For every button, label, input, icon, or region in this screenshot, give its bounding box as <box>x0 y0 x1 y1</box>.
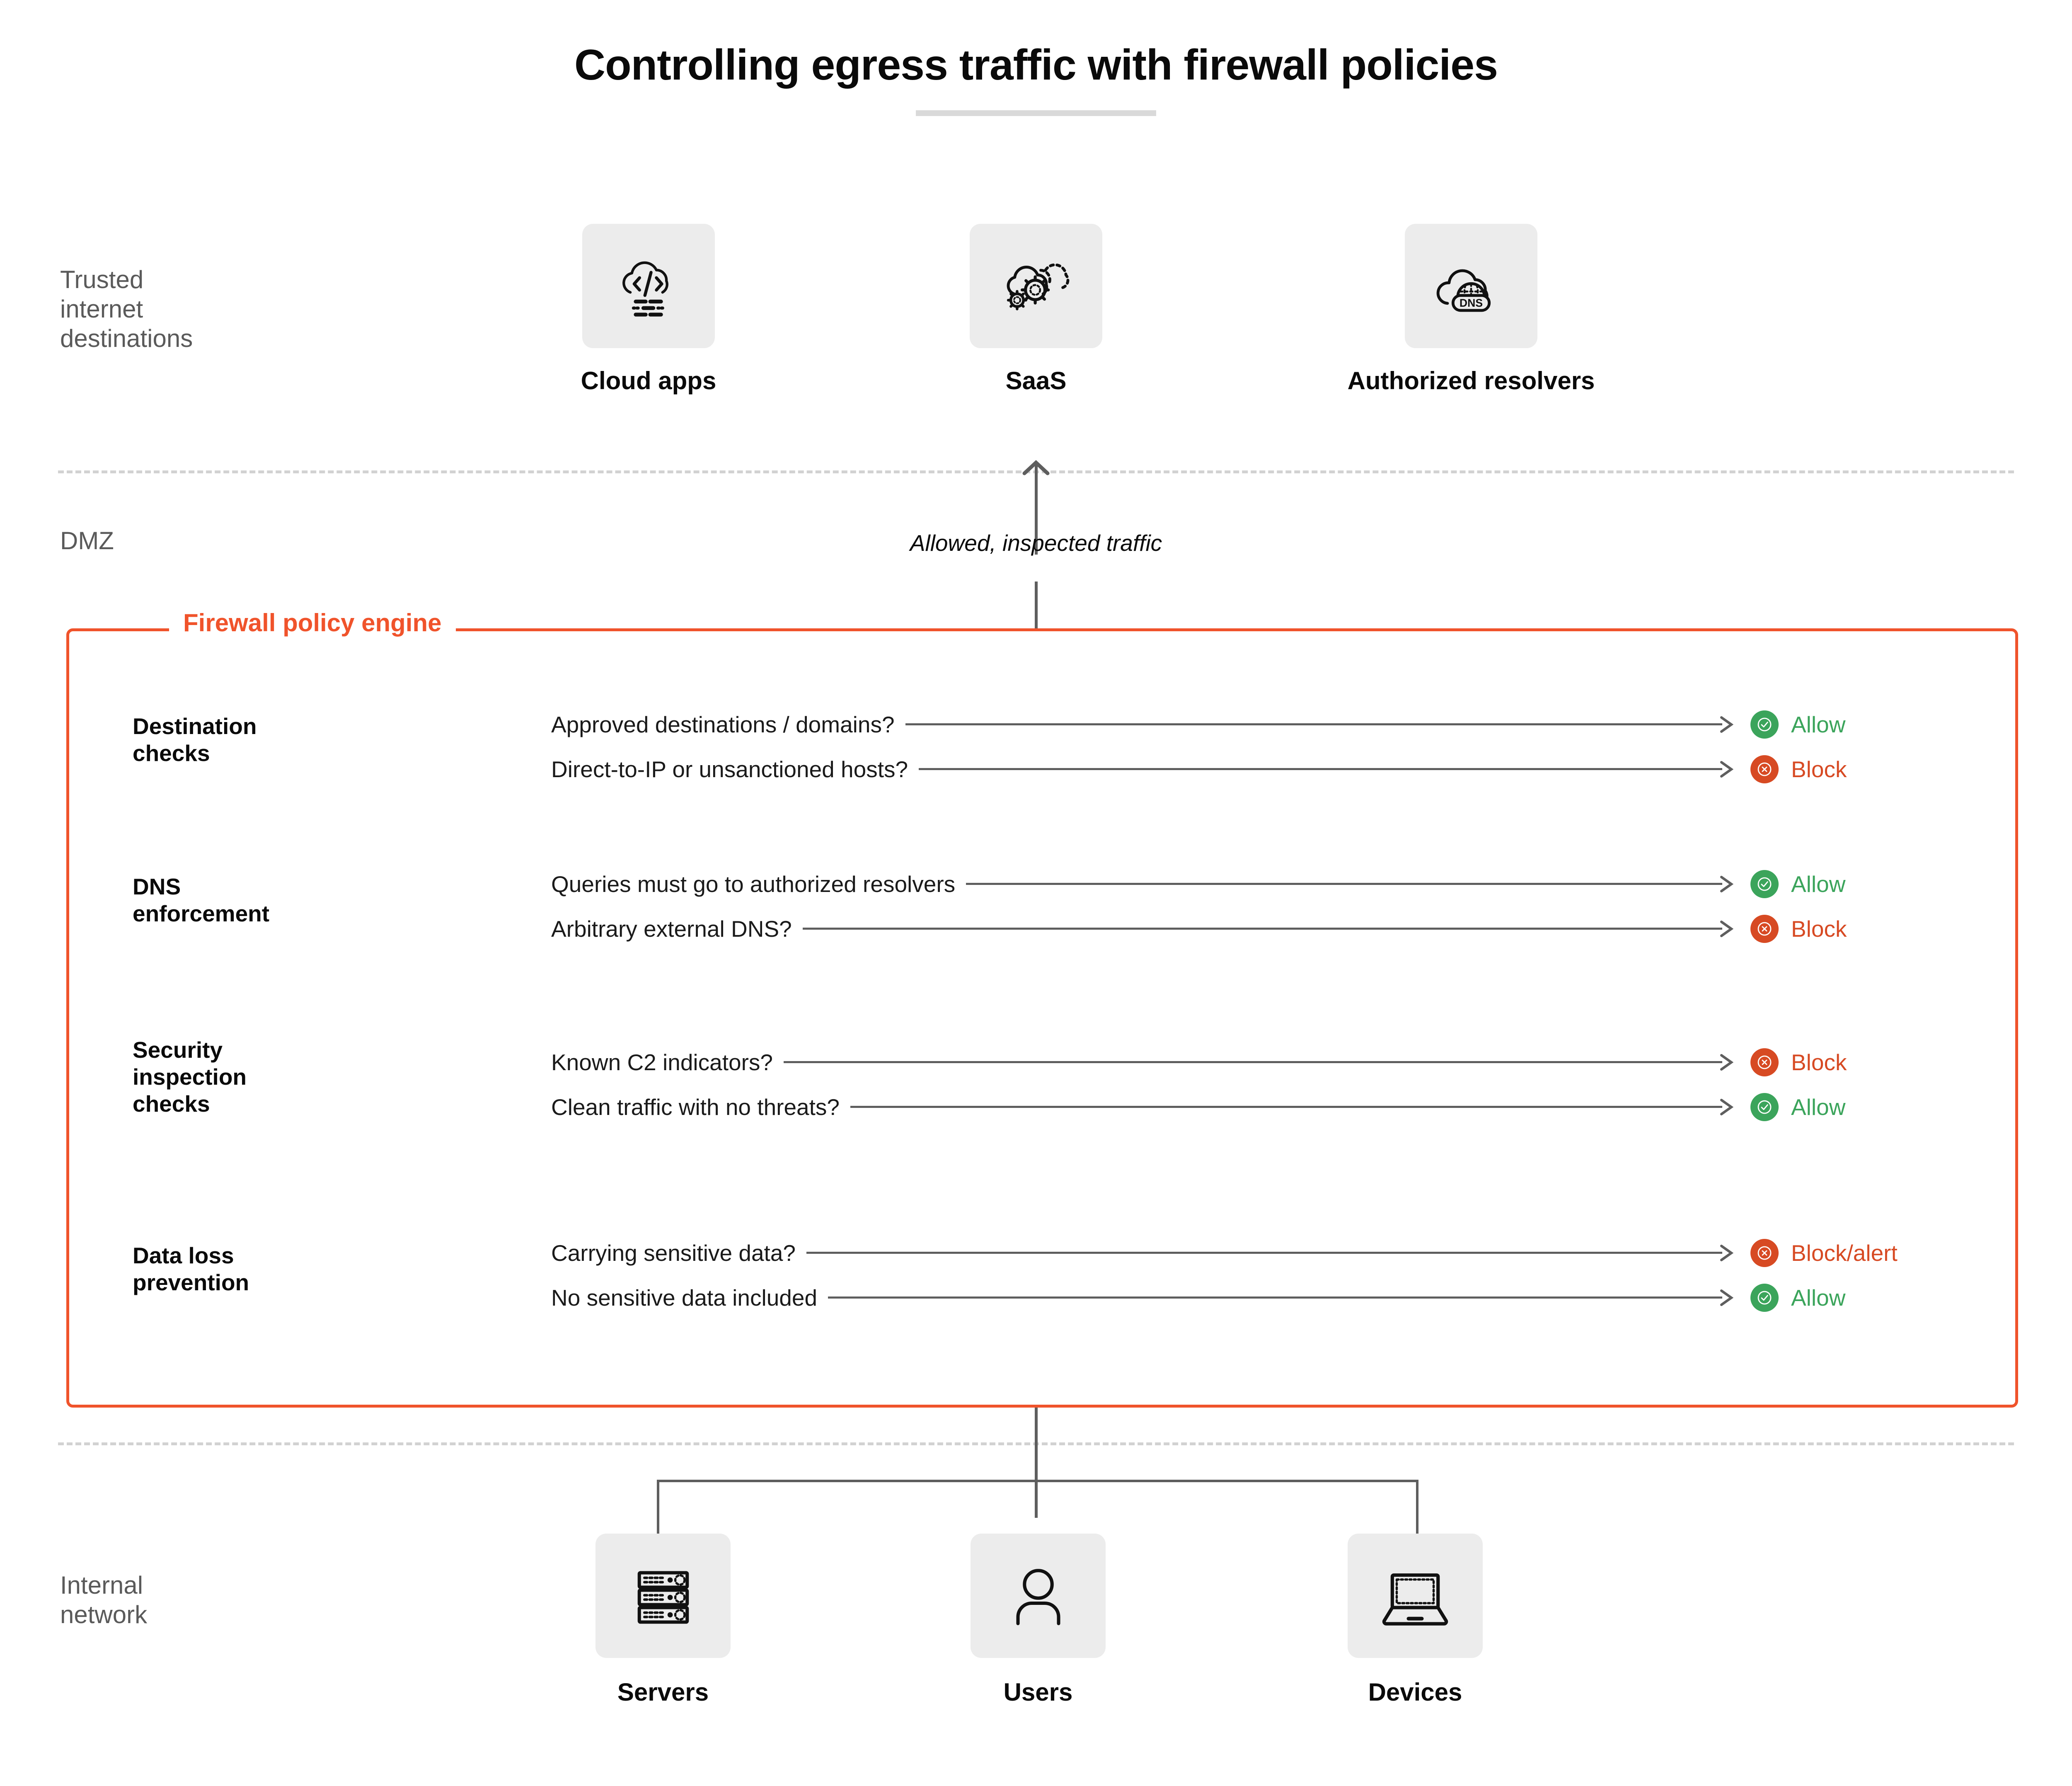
cloud-code-icon <box>610 248 687 325</box>
authorized-resolvers-tile: DNS <box>1405 224 1537 348</box>
laptop-icon <box>1378 1559 1452 1633</box>
internal-label-servers: Servers <box>617 1678 709 1706</box>
firewall-policy-engine-title: Firewall policy engine <box>169 608 456 637</box>
title-divider <box>916 110 1156 116</box>
policy-condition: Clean traffic with no threats? <box>551 1094 840 1120</box>
policy-group-title: Destination checks <box>133 713 257 766</box>
policy-group-title: Security inspection checks <box>133 1037 247 1117</box>
destination-label-authorized-resolvers: Authorized resolvers <box>1347 367 1595 395</box>
policy-condition: Known C2 indicators? <box>551 1049 773 1075</box>
x-circle-icon <box>1750 915 1779 943</box>
policy-arrow-icon <box>784 1054 1736 1071</box>
policy-arrow-icon <box>802 920 1736 937</box>
internal-label-users: Users <box>1003 1678 1073 1706</box>
policy-outcome: Block <box>1736 1048 2026 1076</box>
cloud-apps-tile <box>582 224 715 348</box>
firewall-policy-engine-box <box>66 628 2018 1408</box>
policy-arrow-icon <box>966 875 1736 892</box>
internal-node-servers[interactable]: Servers <box>543 1534 783 1706</box>
destination-node-cloud-apps[interactable]: Cloud apps <box>528 224 769 395</box>
cloud-gears-icon <box>997 247 1075 325</box>
internal-node-users[interactable]: Users <box>918 1534 1158 1706</box>
arrow-up-icon <box>1020 459 1052 482</box>
policy-arrow-icon <box>905 716 1736 733</box>
policy-outcome: Allow <box>1736 1093 2026 1121</box>
users-tile <box>971 1534 1106 1658</box>
x-circle-icon <box>1750 755 1779 783</box>
policy-outcome-label: Block <box>1791 916 1847 942</box>
check-circle-icon <box>1750 710 1779 739</box>
policy-rule-row: Carrying sensitive data? Block/alert <box>551 1233 2026 1273</box>
internal-connector-stem <box>1035 1408 1038 1518</box>
policy-outcome: Block <box>1736 755 2026 783</box>
policy-group-title: DNS enforcement <box>133 874 270 926</box>
user-person-icon <box>1002 1560 1075 1632</box>
internal-connector-bus <box>657 1480 1418 1482</box>
svg-text:DNS: DNS <box>1460 297 1483 309</box>
internal-connector-drop-left <box>657 1480 659 1535</box>
x-circle-icon <box>1750 1239 1779 1267</box>
devices-tile <box>1348 1534 1483 1658</box>
title-block: Controlling egress traffic with firewall… <box>0 41 2072 116</box>
x-circle-icon <box>1750 1048 1779 1076</box>
zone-label-trusted: Trusted internet destinations <box>60 266 193 352</box>
destination-node-saas[interactable]: SaaS <box>916 224 1156 395</box>
page-title: Controlling egress traffic with firewall… <box>574 41 1498 89</box>
server-rack-icon <box>627 1560 700 1632</box>
internal-connector-drop-right <box>1416 1480 1418 1535</box>
policy-outcome-label: Block/alert <box>1791 1240 1898 1266</box>
check-circle-icon <box>1750 1093 1779 1121</box>
policy-rule-row: Known C2 indicators? Block <box>551 1042 2026 1082</box>
policy-group-title: Data loss prevention <box>133 1243 249 1295</box>
policy-outcome: Allow <box>1736 1284 2026 1312</box>
cloud-dns-icon: DNS <box>1432 247 1510 325</box>
check-circle-icon <box>1750 1284 1779 1312</box>
internal-label-devices: Devices <box>1368 1678 1462 1706</box>
policy-condition: No sensitive data included <box>551 1285 818 1311</box>
destination-label-saas: SaaS <box>1005 367 1067 395</box>
allowed-traffic-label: Allowed, inspected traffic <box>910 530 1162 556</box>
policy-rule-row: Approved destinations / domains? Allow <box>551 705 2026 744</box>
policy-outcome-label: Allow <box>1791 871 1846 897</box>
policy-outcome: Allow <box>1736 710 2026 739</box>
policy-outcome-label: Allow <box>1791 712 1846 737</box>
policy-rule-row: Arbitrary external DNS? Block <box>551 909 2026 949</box>
destination-node-authorized-resolvers[interactable]: DNS Authorized resolvers <box>1285 224 1658 395</box>
egress-connector-upper <box>1035 463 1038 555</box>
policy-condition: Queries must go to authorized resolvers <box>551 871 956 897</box>
policy-arrow-icon <box>919 761 1736 778</box>
policy-rule-row: Direct-to-IP or unsanctioned hosts? Bloc… <box>551 749 2026 789</box>
policy-condition: Approved destinations / domains? <box>551 712 895 737</box>
policy-arrow-icon <box>850 1098 1736 1115</box>
check-circle-icon <box>1750 870 1779 898</box>
policy-rule-row: No sensitive data included Allow <box>551 1278 2026 1318</box>
policy-condition: Carrying sensitive data? <box>551 1240 796 1266</box>
policy-outcome-label: Block <box>1791 756 1847 782</box>
policy-outcome: Block/alert <box>1736 1239 2026 1267</box>
destination-label-cloud-apps: Cloud apps <box>581 367 716 395</box>
zone-label-dmz: DMZ <box>60 527 114 555</box>
policy-outcome-label: Block <box>1791 1049 1847 1075</box>
servers-tile <box>595 1534 731 1658</box>
egress-connector-lower <box>1035 582 1038 629</box>
policy-outcome: Allow <box>1736 870 2026 898</box>
policy-arrow-icon <box>806 1244 1736 1261</box>
policy-condition: Arbitrary external DNS? <box>551 916 792 942</box>
saas-tile <box>970 224 1102 348</box>
policy-outcome-label: Allow <box>1791 1094 1846 1120</box>
policy-condition: Direct-to-IP or unsanctioned hosts? <box>551 756 908 782</box>
policy-outcome: Block <box>1736 915 2026 943</box>
policy-rule-row: Queries must go to authorized resolvers … <box>551 864 2026 904</box>
policy-outcome-label: Allow <box>1791 1285 1846 1311</box>
zone-label-internal: Internal network <box>60 1571 148 1628</box>
policy-rule-row: Clean traffic with no threats? Allow <box>551 1087 2026 1127</box>
internal-node-devices[interactable]: Devices <box>1295 1534 1535 1706</box>
policy-arrow-icon <box>828 1289 1736 1306</box>
